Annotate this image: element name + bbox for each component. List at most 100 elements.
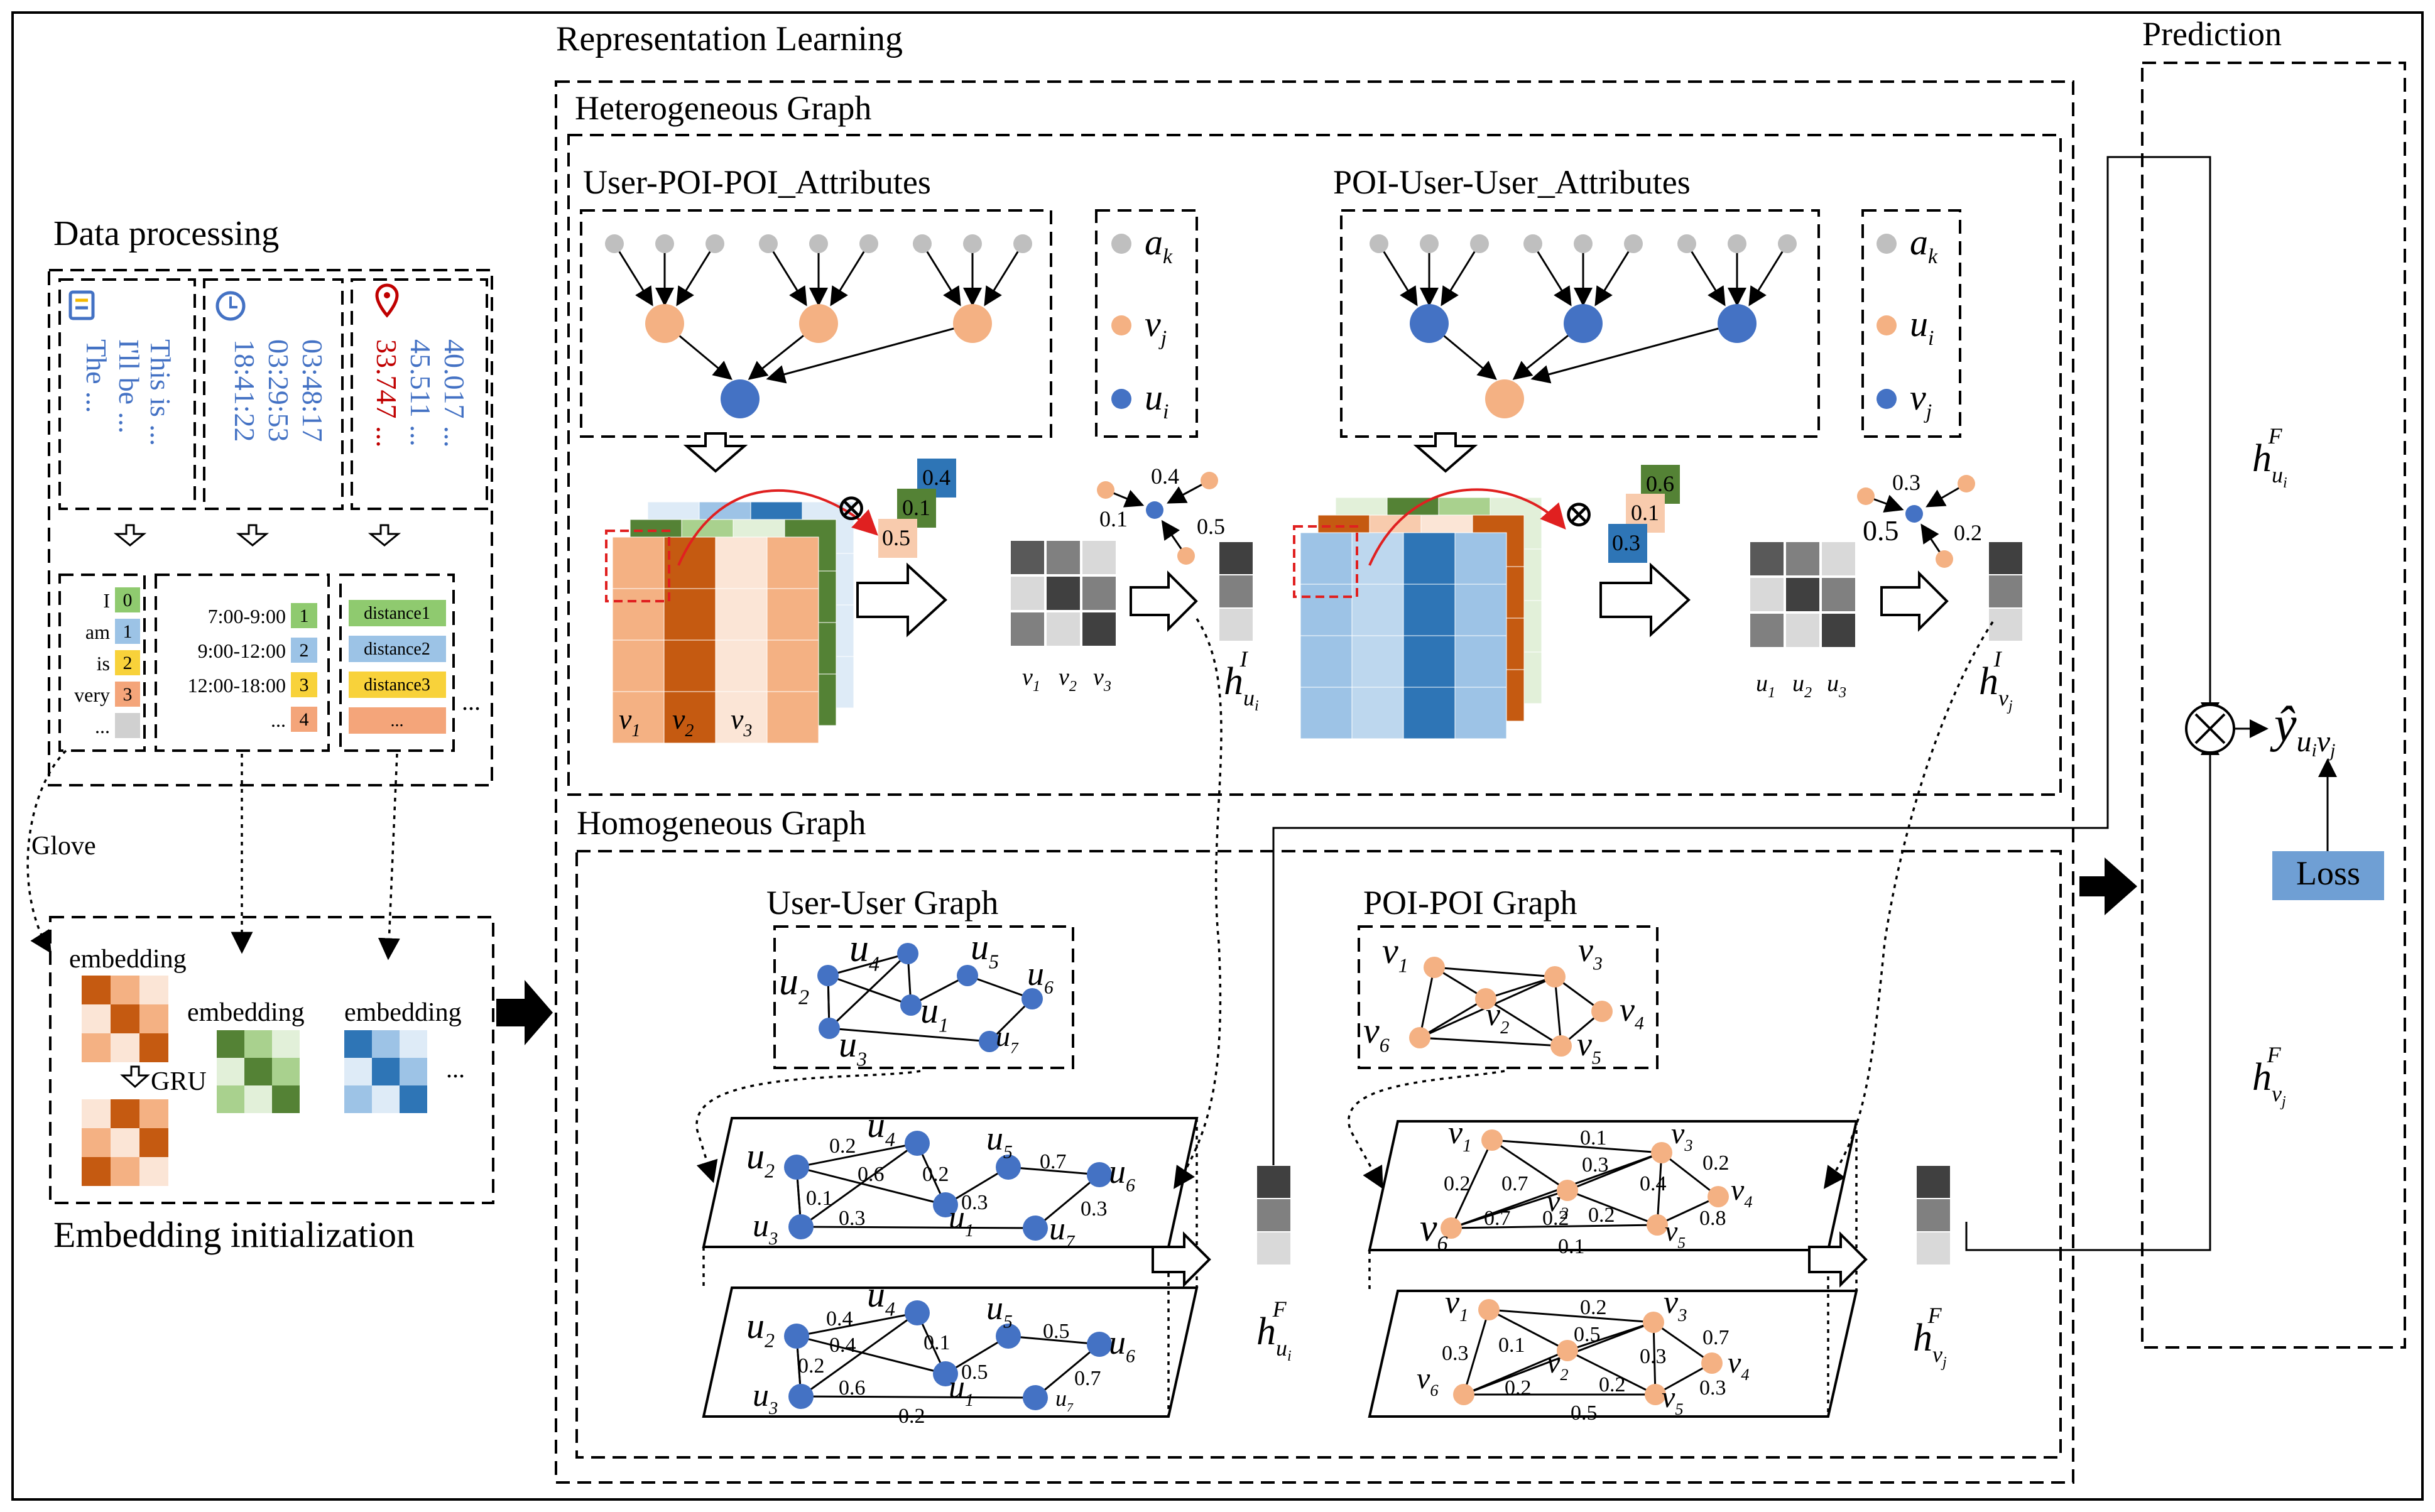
edge-weight: 0.2	[1542, 1207, 1569, 1230]
graph-node	[784, 1324, 809, 1349]
matrix-cell	[766, 536, 819, 589]
embedding-cell	[372, 1085, 400, 1113]
svg-text:u2: u2	[1792, 670, 1812, 701]
edge-weight: 0.3	[1442, 1342, 1469, 1365]
time-sample-3: 18:41:22	[229, 339, 261, 442]
embedding-init-box	[49, 916, 494, 1204]
embedding-label-1: embedding	[69, 945, 187, 974]
node-label: v2	[1547, 1346, 1569, 1384]
attention-weight: 0.1	[1099, 506, 1128, 531]
attribute-node	[1420, 234, 1439, 253]
graph-edge	[1491, 1139, 1662, 1154]
node-label: u7	[996, 1020, 1019, 1057]
matrix-cell	[612, 639, 665, 692]
distance-cell	[349, 636, 446, 662]
center-node	[1905, 505, 1923, 523]
document-icon	[68, 290, 95, 320]
vector-cell	[1915, 1231, 1951, 1266]
matrix-cell	[715, 588, 768, 641]
distance-item: ...	[391, 711, 404, 731]
svg-text:vj: vj	[1145, 303, 1167, 350]
graph-edge	[1419, 1036, 1562, 1047]
attribute-node	[705, 234, 724, 253]
time-slot-item: 9:00-12:00	[198, 639, 286, 662]
svg-text:3: 3	[300, 675, 309, 695]
gray-cell	[1045, 540, 1081, 575]
svg-text:ui: ui	[1910, 303, 1934, 350]
svg-text:v1: v1	[1022, 664, 1040, 695]
neighbor-node	[1097, 481, 1114, 499]
node-label: u7	[1049, 1211, 1076, 1252]
gray-cell	[1010, 611, 1045, 647]
svg-text:0.4: 0.4	[922, 465, 951, 490]
attribute-node-icon	[1111, 234, 1131, 254]
otimes-left: ⊗	[836, 487, 867, 528]
attribute-node	[913, 234, 932, 253]
graph-node	[1021, 988, 1043, 1009]
graph-edge	[796, 1335, 946, 1375]
matrix-cell	[663, 588, 716, 641]
graph-edge	[1554, 976, 1562, 1047]
poi-poi-title: POI-POI Graph	[1363, 884, 1577, 922]
gray-aggregation-grids	[1010, 540, 1856, 648]
gray-cell	[1785, 612, 1821, 648]
attribute-node	[1013, 234, 1032, 253]
matrix-cell	[715, 691, 768, 744]
embedding-cell	[82, 1004, 111, 1033]
node-label: u2	[746, 1305, 775, 1352]
heterogeneous-box	[567, 134, 2062, 796]
embedding-cell	[82, 1128, 111, 1157]
h-vj-I-label: hvjI	[1979, 646, 2013, 714]
graph-edge	[828, 952, 909, 1030]
svg-text:u1: u1	[1756, 670, 1775, 701]
vector-cell	[1915, 1198, 1951, 1232]
distance-item: distance1	[364, 604, 430, 623]
attention-weight: 0.3	[1892, 470, 1920, 495]
axis-labels-right: u1 u2 u3	[1756, 670, 1846, 701]
graph-edge	[800, 1226, 1036, 1229]
matrix-cell	[1300, 532, 1353, 585]
legend-left: ak vj ui	[1111, 222, 1173, 423]
graph-node	[1409, 1027, 1430, 1048]
red-attention-arrow	[1368, 488, 1566, 566]
matrix-cell	[1454, 635, 1507, 688]
embedding-cell	[217, 1085, 244, 1113]
legend-left-box	[1095, 209, 1198, 438]
edge-weight: 0.4	[1640, 1172, 1667, 1195]
otimes-right: ⊗	[1563, 493, 1594, 535]
attribute-node	[859, 234, 878, 253]
word-index-cell	[115, 587, 140, 612]
graph-edge	[1463, 1321, 1654, 1396]
graph-node	[1708, 1186, 1729, 1207]
poi-user-attr-title: POI-User-User_Attributes	[1333, 163, 1691, 201]
embedding-cell	[400, 1058, 427, 1085]
to-representation-arrow	[496, 980, 553, 1045]
graph-edge	[800, 1312, 918, 1398]
poi-node-icon	[1111, 315, 1131, 335]
prediction-connectors	[1272, 156, 2220, 1251]
graph-node	[905, 1131, 930, 1156]
graph-edge	[1567, 1189, 1658, 1226]
matrix-cell	[715, 536, 768, 589]
embedding-cell	[139, 1033, 168, 1062]
distance-item: distance2	[364, 639, 430, 659]
svg-text:0.6: 0.6	[1646, 471, 1674, 496]
vector-cell	[1256, 1165, 1292, 1199]
user-user-title: User-User Graph	[766, 884, 998, 922]
edge-weight: 0.3	[839, 1207, 866, 1230]
vector-cell	[1988, 574, 2024, 609]
node-label: u6	[1109, 1324, 1135, 1367]
graph-edge	[829, 1027, 990, 1043]
graph-node	[1453, 1384, 1474, 1405]
node-label: v6	[1417, 1362, 1439, 1400]
embedding-cell	[139, 1128, 168, 1157]
gray-cell	[1081, 611, 1117, 647]
loc-sample-3: 33.747 ...	[371, 339, 403, 448]
word-index-cell	[115, 713, 140, 738]
embedding-cell	[400, 1085, 427, 1113]
root-node	[1485, 379, 1524, 418]
graph-node	[957, 965, 978, 986]
vector-cell	[1218, 607, 1254, 642]
